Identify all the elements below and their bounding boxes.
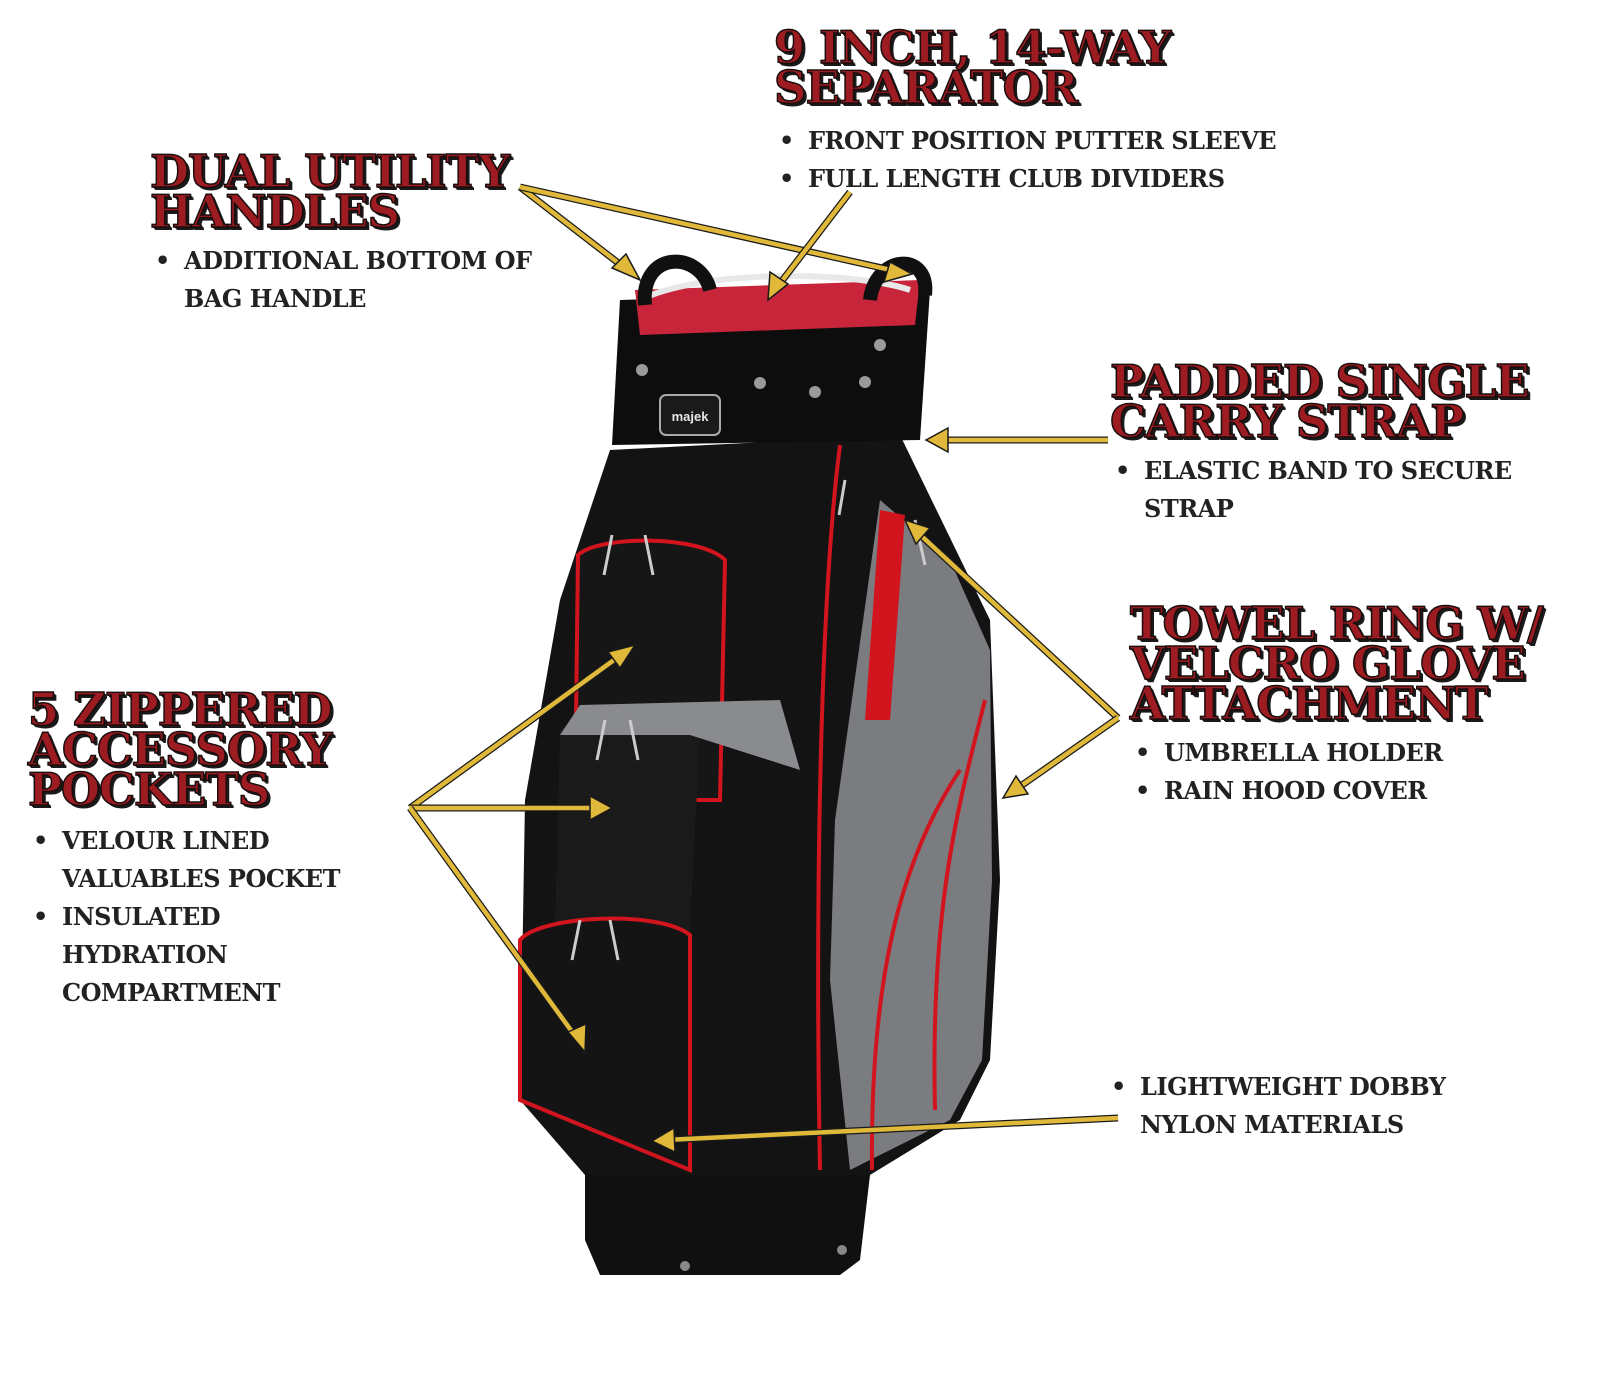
feature-separator-bullets: FRONT POSITION PUTTER SLEEVE FULL LENGTH… [774,122,1294,198]
arrow-separator [767,189,853,302]
feature-separator: 9 INCH, 14-WAY SEPARATOR FRONT POSITION … [773,21,1294,198]
zipper-pull [608,919,620,961]
feature-pockets: 5 ZIPPERED ACCESSORY POCKETS VELOUR LINE… [27,683,448,1012]
feature-strap-bullet-1: ELASTIC BAND TO SECURE STRAP [1110,452,1590,528]
arrow-material [650,1114,1119,1154]
feature-separator-bullet-2: FULL LENGTH CLUB DIVIDERS [774,160,1294,198]
feature-handles-bullets: ADDITIONAL BOTTOM OF BAG HANDLE [150,242,550,318]
bag-base [585,1175,870,1275]
feature-material: LIGHTWEIGHT DOBBY NYLON MATERIALS [1106,1068,1506,1144]
collar-rivet [636,364,648,376]
bag-red-trim [869,768,962,1171]
feature-material-bullets: LIGHTWEIGHT DOBBY NYLON MATERIALS [1106,1068,1506,1144]
feature-material-bullet-1: LIGHTWEIGHT DOBBY NYLON MATERIALS [1106,1068,1506,1144]
feature-separator-bullet-1: FRONT POSITION PUTTER SLEEVE [774,122,1294,160]
feature-handles-bullet-1: ADDITIONAL BOTTOM OF BAG HANDLE [150,242,550,318]
feature-strap-title: PADDED SINGLE CARRY STRAP [1109,355,1530,448]
arrow-pockets [407,643,637,1054]
bag-red-trim [816,444,842,1171]
feature-towel: TOWEL RING W/ VELCRO GLOVE ATTACHMENT UM… [1129,597,1590,810]
arrow-strap [924,426,1108,454]
feature-pockets-bullets: VELOUR LINED VALUABLES POCKET INSULATED … [28,822,388,1012]
brand-badge [659,394,721,436]
bag-handle-right [863,256,933,302]
collar-rivet [809,386,821,398]
feature-strap-bullets: ELASTIC BAND TO SECURE STRAP [1110,452,1590,528]
feature-pockets-title: 5 ZIPPERED ACCESSORY POCKETS [27,683,333,816]
collar-rivet [859,376,871,388]
zipper-pull [628,719,640,761]
bag-handle-left [637,254,717,306]
zipper-pull [602,534,614,576]
pocket-middle-gray [560,700,800,770]
base-rivet [680,1261,690,1271]
feature-pockets-bullet-1: VELOUR LINED VALUABLES POCKET [28,822,388,898]
pocket-middle [555,713,700,930]
arrow-handles [517,183,914,284]
feature-pockets-bullet-2: INSULATED HYDRATION COMPARTMENT [28,898,388,1012]
feature-handles-title: DUAL UTILITY HANDLES [149,145,511,238]
feature-towel-bullets: UMBRELLA HOLDER RAIN HOOD COVER [1130,734,1590,810]
bag-top-mesh [635,280,920,335]
collar-rivet [874,339,886,351]
feature-towel-bullet-1: UMBRELLA HOLDER [1130,734,1590,772]
feature-towel-title: TOWEL RING W/ VELCRO GLOVE ATTACHMENT [1129,597,1544,730]
collar-rivet [754,377,766,389]
arrow-towel [903,518,1121,799]
brand-logo-text: majek [672,409,710,424]
base-rivet [837,1245,847,1255]
bag-red-trim [932,699,987,1111]
bag-red-pocket [865,510,905,720]
zipper-pull [570,919,582,961]
zipper-pull [595,719,607,761]
feature-strap: PADDED SINGLE CARRY STRAP ELASTIC BAND T… [1109,355,1590,528]
feature-handles: DUAL UTILITY HANDLES ADDITIONAL BOTTOM O… [149,145,570,318]
feature-towel-bullet-2: RAIN HOOD COVER [1130,772,1590,810]
feature-separator-title: 9 INCH, 14-WAY SEPARATOR [773,21,1172,114]
pocket-bottom [518,916,692,1173]
zipper-pull [837,479,847,516]
zipper-pull [643,534,655,576]
